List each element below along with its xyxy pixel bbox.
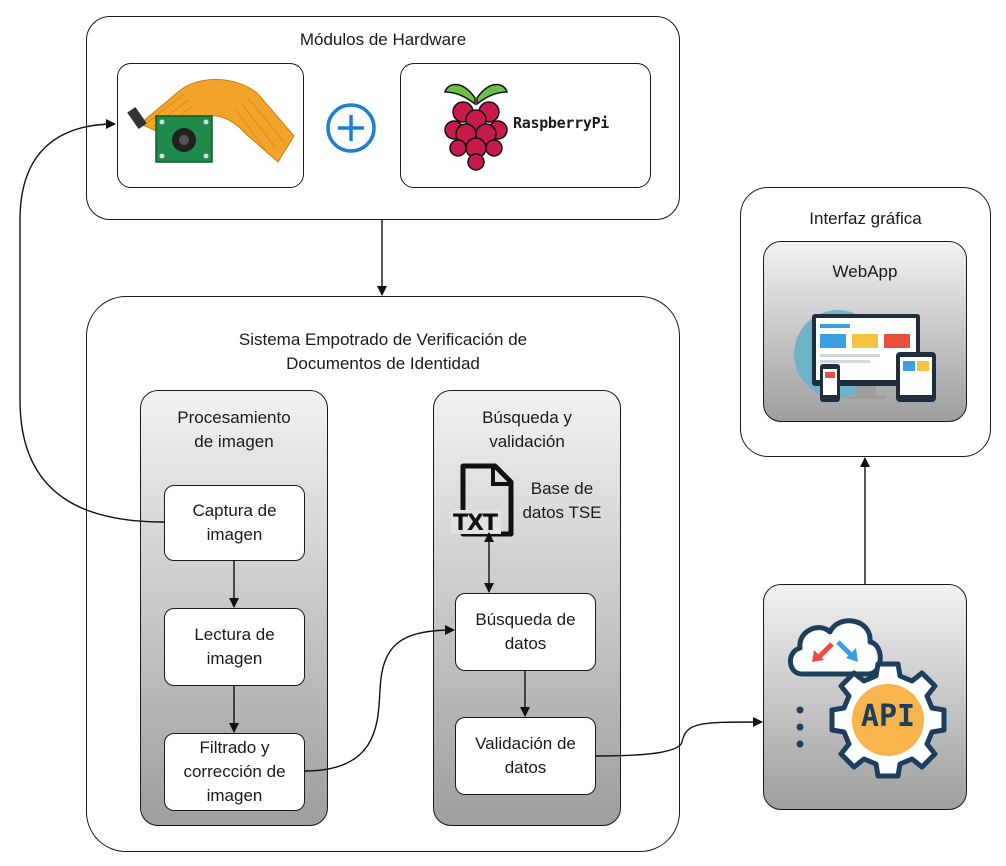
vertical-dots-icon — [796, 706, 804, 748]
gui-title: Interfaz gráfica — [809, 209, 922, 228]
search-validation-title-line1: Búsqueda y — [482, 408, 572, 427]
image-processing-title-line2: de imagen — [194, 432, 274, 451]
raspberry-pi-label: RaspberryPi — [513, 114, 610, 132]
raspberry-pi-card: RaspberryPi — [400, 63, 651, 188]
embedded-system-title-line2: Documentos de Identidad — [286, 354, 480, 373]
txt-file-icon-text: TXT — [453, 511, 498, 536]
cloud-sync-icon — [788, 618, 883, 677]
capture-image-node: Captura de imagen — [164, 485, 305, 561]
image-processing-title: Procesamiento de imagen — [140, 406, 328, 454]
camera-module-icon — [127, 79, 295, 163]
plus-icon — [326, 103, 376, 153]
webapp-label: WebApp — [832, 262, 898, 281]
read-image-node: Lectura de imagen — [164, 608, 305, 686]
filter-correct-image-node: Filtrado y corrección de imagen — [164, 733, 305, 811]
embedded-system-title: Sistema Empotrado de Verificación de Doc… — [86, 328, 680, 376]
embedded-system-title-line1: Sistema Empotrado de Verificación de — [238, 330, 528, 349]
camera-module-card — [117, 63, 304, 188]
data-search-node: Búsqueda de datos — [455, 593, 596, 671]
search-validation-title-line2: validación — [489, 432, 565, 451]
hardware-modules-title: Módulos de Hardware — [299, 30, 467, 49]
responsive-devices-icon — [794, 310, 936, 402]
raspberry-pi-logo — [444, 83, 508, 171]
tse-database-label: Base de datos TSE — [522, 479, 602, 522]
search-validation-title: Búsqueda y validación — [433, 406, 621, 454]
txt-file-icon — [451, 463, 514, 537]
data-validation-node: Validación de datos — [455, 717, 596, 795]
api-badge-text: API — [860, 699, 916, 734]
api-gear-icon — [829, 661, 947, 779]
image-processing-title-line1: Procesamiento — [177, 408, 291, 427]
